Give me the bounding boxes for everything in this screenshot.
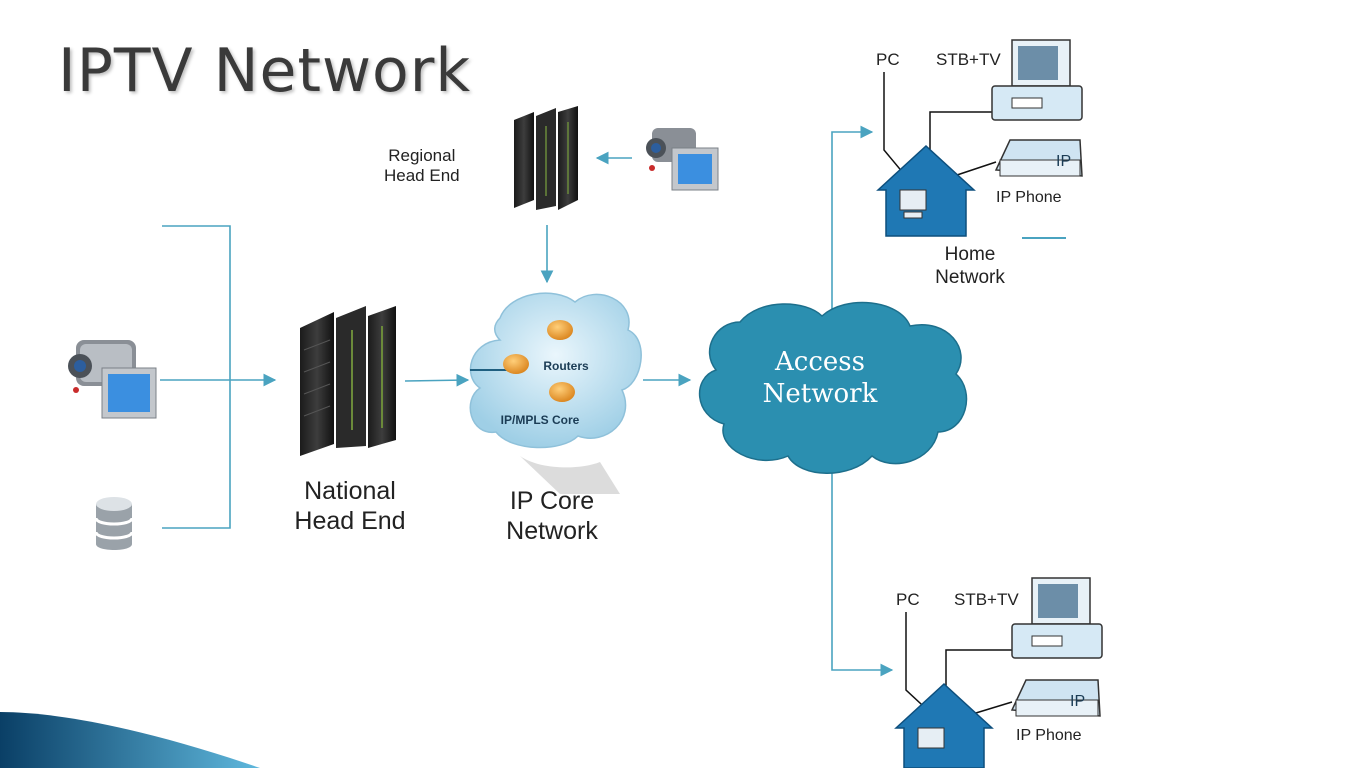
home-network-top bbox=[876, 39, 1083, 237]
home-bottom-ip-phone-label: IP Phone bbox=[1016, 727, 1082, 744]
national-to-core-arrow bbox=[404, 373, 470, 387]
tv-icon bbox=[1031, 577, 1091, 625]
ip-phone-icon bbox=[1010, 679, 1101, 717]
home-bottom-stb-tv-label: STB+TV bbox=[954, 590, 1019, 609]
home-network-line2: Network bbox=[935, 266, 1005, 288]
access-network-label-line1: Access bbox=[774, 347, 865, 377]
regional-video-camera-icon bbox=[646, 128, 719, 191]
tv-icon bbox=[1011, 39, 1071, 87]
set-top-box-icon bbox=[1011, 623, 1103, 659]
phone-badge-top: IP bbox=[1056, 153, 1071, 170]
home-top-pc-label: PC bbox=[876, 50, 900, 69]
mpls-core-label: IP/MPLS Core bbox=[501, 413, 580, 427]
pc-icon bbox=[899, 189, 927, 211]
national-head-end-line2: Head End bbox=[294, 507, 406, 535]
access-network-cloud-icon bbox=[699, 301, 968, 474]
national-head-end-line1: National bbox=[304, 477, 396, 505]
access-to-home-top-arrow bbox=[831, 125, 874, 312]
pc-icon bbox=[917, 727, 945, 749]
home-network-label: Home Network bbox=[920, 244, 1020, 290]
home-bottom-pc-label: PC bbox=[896, 590, 920, 609]
source-bracket bbox=[162, 225, 231, 529]
access-network-label-line2: Network bbox=[763, 379, 878, 409]
phone-badge-bottom: IP bbox=[1070, 693, 1085, 710]
regional-head-end-server-icon bbox=[514, 106, 578, 210]
slide-title: IPTV Network bbox=[58, 36, 472, 106]
access-to-home-bottom-arrow bbox=[831, 472, 894, 677]
national-head-end-server-icon bbox=[300, 306, 396, 456]
regional-head-end-line1: Regional bbox=[388, 146, 456, 165]
ip-mpls-core-cloud-icon bbox=[469, 292, 642, 494]
ip-core-network-line1: IP Core bbox=[509, 487, 595, 515]
connectors bbox=[160, 125, 1066, 677]
router-icon bbox=[503, 320, 575, 402]
home-network-line1: Home bbox=[944, 244, 996, 265]
home-network-bottom bbox=[894, 577, 1103, 768]
home-top-stb-tv-label: STB+TV bbox=[936, 50, 1001, 69]
decorative-swoosh bbox=[0, 712, 260, 768]
routers-label: Routers bbox=[543, 359, 589, 373]
core-shadow-decoration bbox=[520, 456, 620, 494]
ip-phone-icon bbox=[994, 139, 1083, 177]
database-icon bbox=[94, 497, 134, 550]
set-top-box-icon bbox=[991, 85, 1083, 121]
home-top-ip-phone-label: IP Phone bbox=[996, 189, 1062, 206]
ip-core-network-label: IP Core Network bbox=[484, 486, 620, 546]
regional-head-end-label: Regional Head End bbox=[384, 146, 460, 187]
house-icon bbox=[894, 682, 994, 768]
ip-core-network-line2: Network bbox=[506, 517, 598, 545]
video-camera-icon bbox=[68, 340, 157, 419]
national-head-end-label: National Head End bbox=[280, 476, 420, 536]
regional-head-end-line2: Head End bbox=[384, 166, 460, 186]
